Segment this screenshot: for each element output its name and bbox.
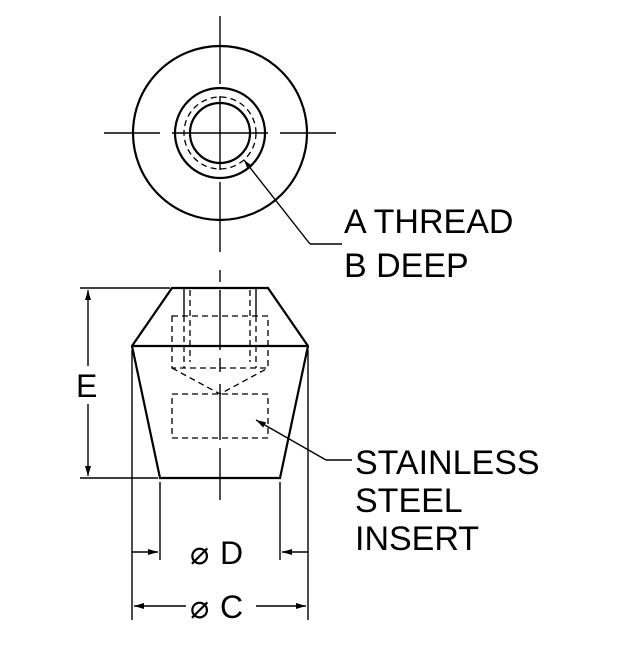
insert-callout-line2: STEEL xyxy=(355,482,463,520)
insert-leader xyxy=(255,419,352,461)
top-view-centerlines xyxy=(104,16,336,252)
insert-diameter-symbol: ⌀ xyxy=(190,535,209,571)
outer-diameter-label: C xyxy=(220,589,243,625)
thread-leader xyxy=(243,159,342,245)
height-dimension xyxy=(80,287,170,479)
insert-hidden-lines xyxy=(171,290,269,439)
side-view: STAINLESS STEEL INSERT E ⌀ D ⌀ C xyxy=(76,270,540,625)
insert-diameter-label: D xyxy=(220,535,243,571)
outer-diameter-symbol: ⌀ xyxy=(190,589,209,625)
thread-callout-line1: A THREAD xyxy=(344,203,513,241)
insert-diameter-dimension xyxy=(132,482,308,560)
insert-callout-line3: INSERT xyxy=(355,520,479,558)
height-dimension-label: E xyxy=(76,368,97,404)
top-view: A THREAD B DEEP xyxy=(104,16,513,285)
thread-callout-line2: B DEEP xyxy=(344,247,469,285)
outer-diameter-dimension xyxy=(131,350,309,620)
insert-callout-line1: STAINLESS xyxy=(355,444,540,482)
